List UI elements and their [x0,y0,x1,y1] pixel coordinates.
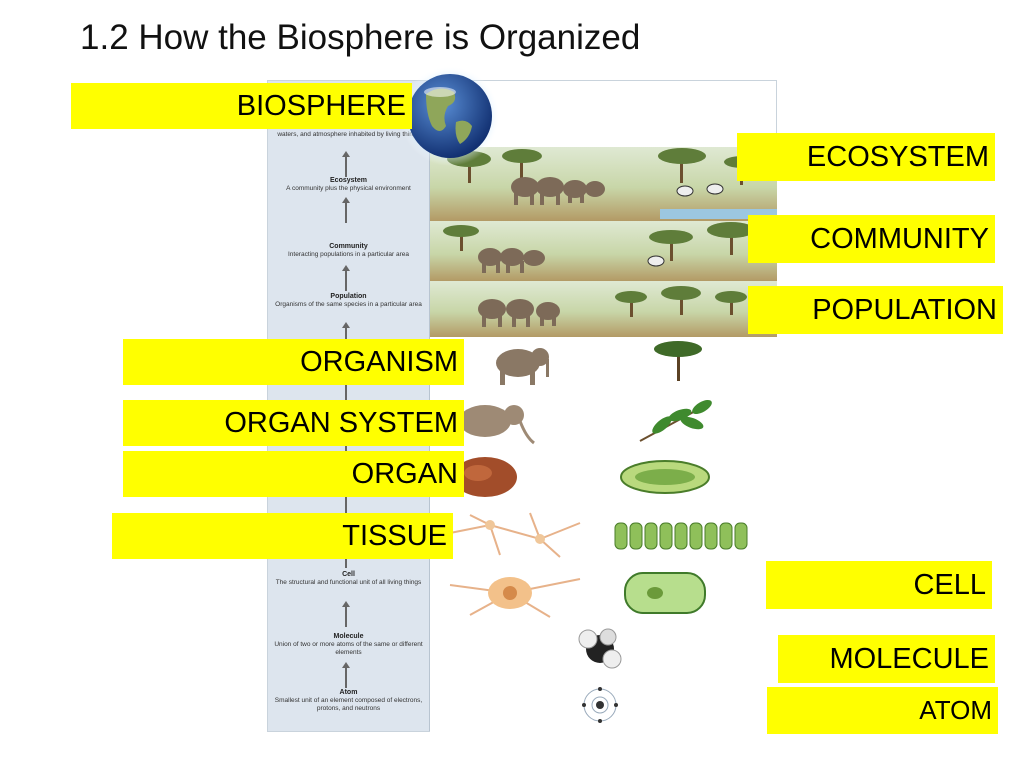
arrow-up-icon [342,601,350,627]
atom-model-icon [582,687,618,723]
arrow-up-icon [342,322,350,348]
biosphere-hierarchy-figure: waters, and atmosphere inhabited by livi… [267,80,777,732]
arrow-up-icon [342,662,350,688]
organism-illustration [430,337,777,394]
label-biosphere: BIOSPHERE [71,83,412,129]
arrow-up-icon [342,197,350,223]
label-community: COMMUNITY [748,215,995,263]
cell-illustration [430,565,777,622]
label-organ-system: ORGAN SYSTEM [123,400,464,446]
label-molecule: MOLECULE [778,635,995,683]
neuron-and-plant-cell-icon [449,572,706,618]
label-ecosystem: ECOSYSTEM [737,133,995,181]
label-population: POPULATION [748,286,1003,334]
elephant-and-branch-icon [459,400,712,445]
arrow-up-icon [342,265,350,291]
label-atom: ATOM [767,687,998,734]
label-organism: ORGANISM [123,339,464,385]
organ-system-illustration [430,393,777,450]
atom-illustration [430,677,777,732]
label-organ: ORGAN [123,451,464,497]
elephant-and-tree-icon [496,341,702,385]
page-title: 1.2 How the Biosphere is Organized [80,18,641,57]
arrow-up-icon [342,151,350,177]
elephant-herd-icon [478,286,747,327]
neurons-and-leaf-tissue-icon [439,512,748,558]
community-illustration [430,221,777,282]
brain-and-leaf-section-icon [453,457,710,497]
savanna-community-icon [443,222,755,273]
molecule-illustration [430,621,777,678]
earth-globe-icon [400,66,500,166]
biosphere-description: waters, and atmosphere inhabited by livi… [277,131,420,138]
population-illustration [430,281,777,338]
label-tissue: TISSUE [112,513,453,559]
tissue-illustration [430,505,777,566]
label-cell: CELL [766,561,992,609]
molecule-model-icon [578,628,622,669]
organ-illustration [430,449,777,506]
